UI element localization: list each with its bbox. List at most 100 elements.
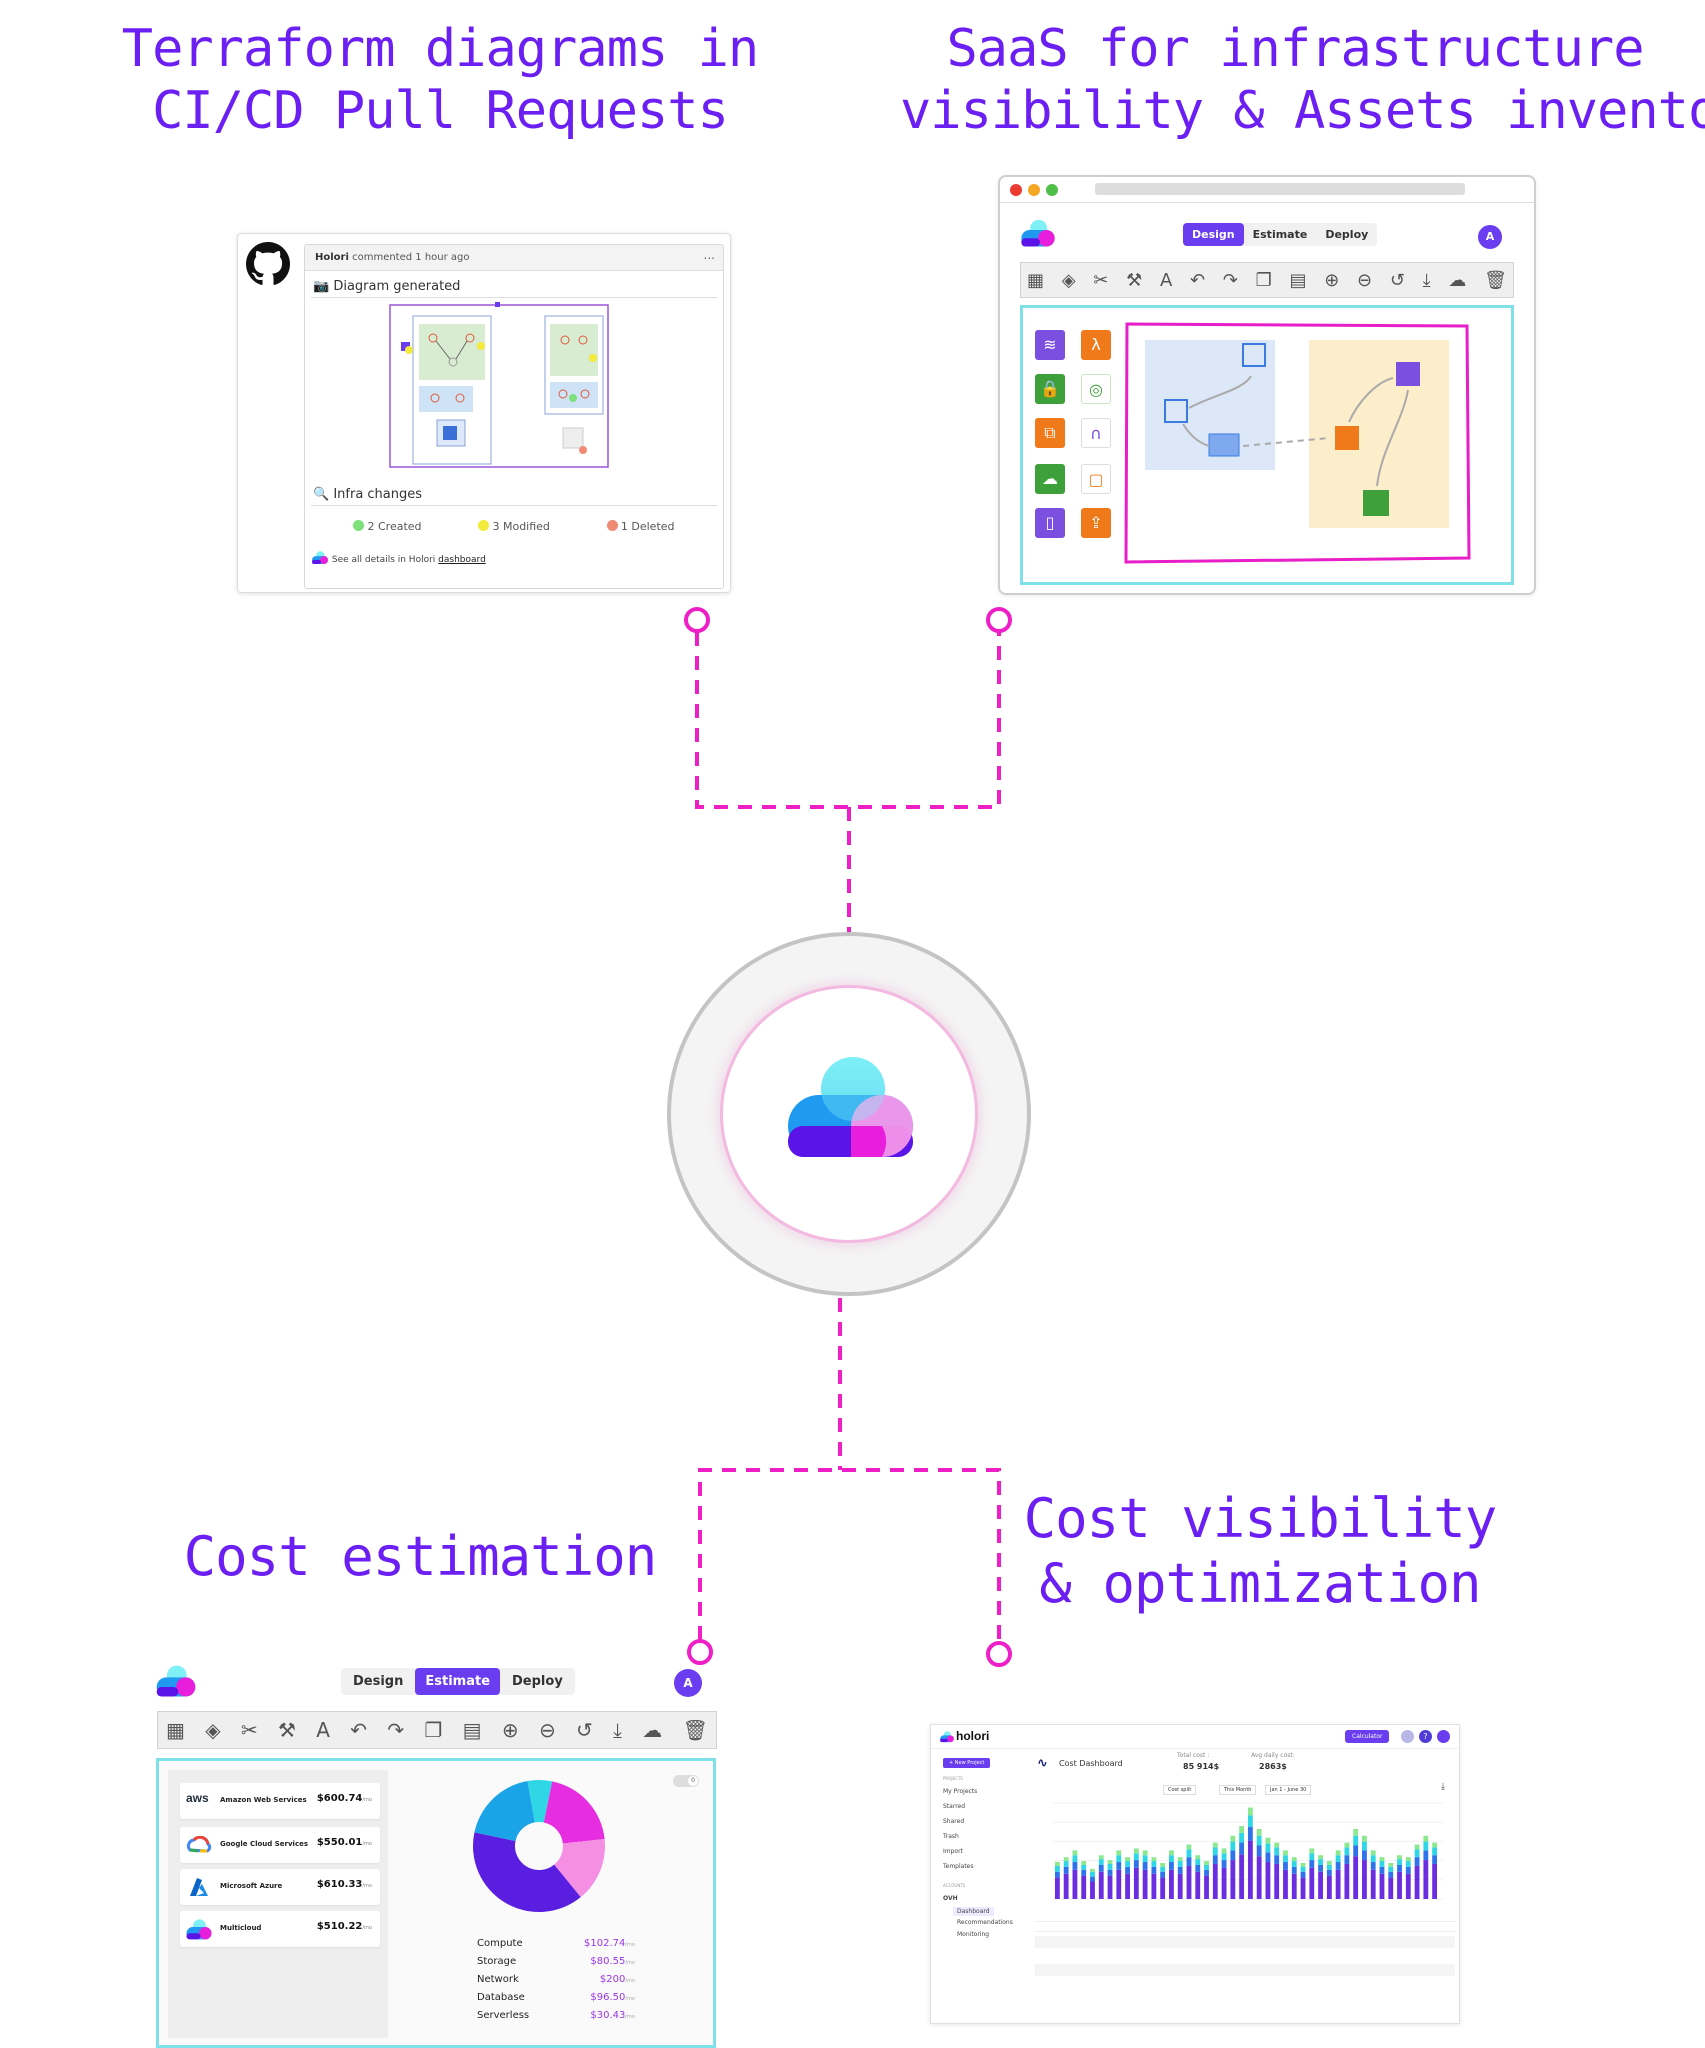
period-filter[interactable]: This Month [1219, 1785, 1257, 1795]
undo-icon[interactable]: ↶ [350, 1718, 368, 1742]
new-project-button[interactable]: + New Project [943, 1758, 991, 1768]
paste-icon[interactable]: ▤ [1289, 269, 1307, 291]
upload-icon[interactable]: ☁ [1448, 269, 1467, 291]
toggle-switch[interactable]: 0 [673, 1775, 699, 1787]
sidebar-item-dashboard[interactable]: Dashboard [953, 1907, 994, 1916]
tab-deploy[interactable]: Deploy [512, 1674, 563, 1689]
dashboard-header: holori Calculator ? [931, 1725, 1459, 1749]
tab-estimate[interactable]: Estimate [415, 1668, 501, 1695]
tab-design[interactable]: Design [353, 1674, 404, 1689]
wrench-icon[interactable]: ⚒ [1126, 269, 1143, 291]
tab-deploy[interactable]: Deploy [1325, 228, 1369, 241]
notifications-icon[interactable] [1401, 1730, 1414, 1743]
wrench-icon[interactable]: ⚒ [278, 1718, 296, 1742]
avatar[interactable]: A [1478, 225, 1502, 249]
tab-design[interactable]: Design [1183, 223, 1244, 246]
cut-icon[interactable]: ✂ [240, 1718, 258, 1742]
bar-segment [1133, 1860, 1139, 1868]
copy-icon[interactable]: ❐ [424, 1718, 443, 1742]
bar-segment [1405, 1861, 1411, 1867]
calculator-button[interactable]: Calculator [1345, 1730, 1390, 1743]
trash-icon[interactable]: 🗑 [1484, 269, 1507, 291]
grid-icon[interactable]: ▦ [1027, 269, 1045, 291]
chip-service-icon[interactable]: ▢ [1081, 464, 1111, 494]
zoom-in-icon[interactable]: ⊕ [1324, 269, 1340, 291]
sidebar-item-trash[interactable]: Trash [943, 1833, 959, 1840]
tab-estimate[interactable]: Estimate [1252, 228, 1308, 241]
sidebar-item-my-projects[interactable]: My Projects [943, 1788, 978, 1795]
upload-icon[interactable]: ☁ [642, 1718, 663, 1742]
kinesis-service-icon[interactable]: ≋ [1035, 330, 1065, 360]
sidebar-item-starred[interactable]: Starred [943, 1803, 966, 1810]
user-avatar[interactable] [1437, 1730, 1450, 1743]
terraform-diagram-preview [389, 302, 609, 468]
ec2-service-icon[interactable]: ⧉ [1035, 418, 1065, 448]
bar-segment [1432, 1863, 1438, 1899]
sidebar-item-shared[interactable]: Shared [943, 1818, 965, 1825]
table-row [1035, 1950, 1455, 1962]
download-icon[interactable]: ⤓ [1422, 269, 1431, 291]
trash-icon[interactable]: 🗑 [682, 1718, 708, 1742]
bar-segment [1151, 1866, 1157, 1874]
security-service-icon[interactable]: 🔒 [1035, 374, 1065, 404]
bar-segment [1405, 1873, 1411, 1899]
cost-split-filter[interactable]: Cost split [1163, 1785, 1197, 1795]
bar-segment [1239, 1832, 1245, 1843]
sidebar-account-ovh[interactable]: OVH [943, 1895, 958, 1902]
vpc-service-icon[interactable]: ☁ [1035, 464, 1065, 494]
paste-icon[interactable]: ▤ [462, 1718, 482, 1742]
grid-icon[interactable]: ▦ [166, 1718, 185, 1742]
help-icon[interactable]: ? [1419, 1730, 1432, 1743]
cut-icon[interactable]: ✂ [1093, 269, 1109, 291]
bar-segment [1309, 1867, 1315, 1899]
window-minimize-icon[interactable] [1028, 184, 1040, 196]
sidebar-item-monitoring[interactable]: Monitoring [957, 1931, 990, 1938]
bar-segment [1388, 1863, 1394, 1867]
dashboard-sidebar: + New Project PROJECTS My Projects Starr… [943, 1758, 1013, 1938]
sidebar-item-recommendations[interactable]: Recommendations [957, 1919, 1013, 1926]
sidebar-item-templates[interactable]: Templates [943, 1863, 974, 1870]
comment-menu-button[interactable]: ... [703, 248, 715, 262]
paint-bucket-icon[interactable]: ◈ [1061, 269, 1076, 291]
connector-service-icon[interactable]: ∩ [1081, 418, 1111, 448]
dashboard-link[interactable]: dashboard [438, 555, 486, 565]
mobile-service-icon[interactable]: ▯ [1035, 508, 1065, 538]
upload-service-icon[interactable]: ⇪ [1081, 508, 1111, 538]
bar-segment [1370, 1869, 1376, 1899]
download-icon[interactable]: ⤓ [1441, 1782, 1445, 1792]
bar-segment [1212, 1847, 1218, 1856]
zoom-out-icon[interactable]: ⊖ [538, 1718, 556, 1742]
category-cost: $200/mo [599, 1974, 635, 1985]
bar-segment [1335, 1855, 1341, 1863]
s3-bucket-icon[interactable]: ◎ [1081, 374, 1111, 404]
daily-cost-bar-chart [1053, 1802, 1443, 1900]
history-icon[interactable]: ↺ [576, 1718, 593, 1742]
window-close-icon[interactable] [1010, 184, 1022, 196]
design-canvas[interactable]: ≋ λ 🔒 ◎ ⧉ ∩ ☁ ▢ ▯ ⇪ [1020, 305, 1514, 585]
bar-segment [1107, 1875, 1113, 1899]
sidebar-item-import[interactable]: Import [943, 1848, 963, 1855]
copy-icon[interactable]: ❐ [1255, 269, 1272, 291]
lambda-service-icon[interactable]: λ [1081, 330, 1111, 360]
redo-icon[interactable]: ↷ [387, 1718, 405, 1742]
bar-segment [1160, 1877, 1166, 1899]
paint-bucket-icon[interactable]: ◈ [205, 1718, 221, 1742]
provider-row-azure[interactable]: Microsoft Azure $610.33/mo [180, 1869, 380, 1905]
text-color-icon[interactable]: A [316, 1718, 330, 1742]
text-color-icon[interactable]: A [1159, 269, 1173, 291]
avatar[interactable]: A [674, 1669, 702, 1697]
provider-row-aws[interactable]: aws Amazon Web Services $600.74/mo [180, 1783, 380, 1819]
provider-row-multicloud[interactable]: Multicloud $510.22/mo [180, 1911, 380, 1947]
address-bar[interactable] [1095, 183, 1465, 195]
redo-icon[interactable]: ↷ [1222, 269, 1238, 291]
undo-icon[interactable]: ↶ [1190, 269, 1206, 291]
window-maximize-icon[interactable] [1046, 184, 1058, 196]
provider-row-gcp[interactable]: Google Cloud Services $550.01/mo [180, 1827, 380, 1863]
zoom-out-icon[interactable]: ⊖ [1357, 269, 1373, 291]
history-icon[interactable]: ↺ [1389, 269, 1405, 291]
bar-segment [1353, 1845, 1359, 1857]
zoom-in-icon[interactable]: ⊕ [501, 1718, 519, 1742]
bar-segment [1125, 1861, 1130, 1867]
date-range-filter[interactable]: Jan 1 - June 30 [1265, 1785, 1312, 1795]
download-icon[interactable]: ⤓ [613, 1718, 622, 1742]
